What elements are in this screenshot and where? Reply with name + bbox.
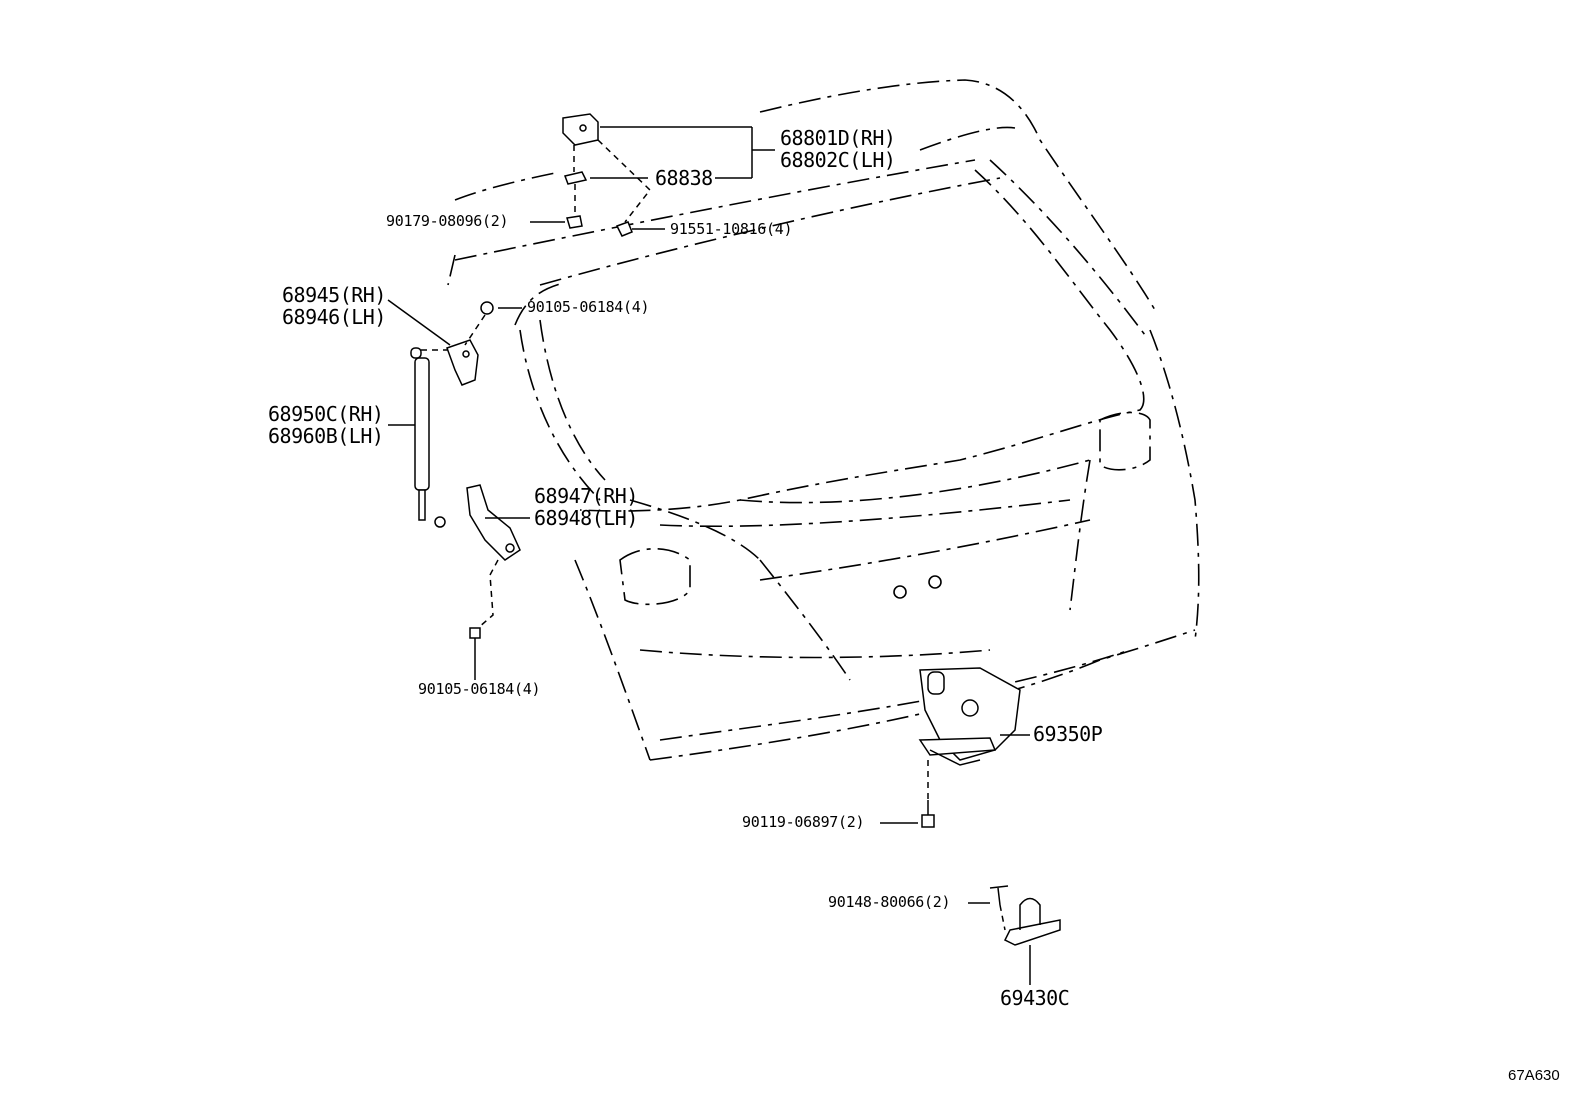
damper-parts bbox=[387, 299, 530, 680]
label-upper-bracket-rh: 68945(RH) bbox=[282, 283, 386, 307]
label-bolt-lock: 90119-06897(2) bbox=[742, 813, 865, 831]
label-upper-bracket-lh: 68946(LH) bbox=[282, 305, 386, 329]
figure-code: 67A630 bbox=[1508, 1067, 1560, 1084]
label-lower-bracket-lh: 68948(LH) bbox=[534, 506, 638, 530]
lock-parts bbox=[880, 667, 1030, 828]
label-nut-hinge: 90179-08096(2) bbox=[386, 212, 509, 230]
label-damper-lh: 68960B(LH) bbox=[268, 424, 384, 448]
label-hinge-lh: 68802C(LH) bbox=[780, 148, 896, 172]
label-lock: 69350P bbox=[1033, 722, 1103, 746]
label-bolt-hinge: 91551-10816(4) bbox=[670, 220, 793, 238]
label-stud-lower: 90105-06184(4) bbox=[418, 680, 541, 698]
label-lower-bracket-rh: 68947(RH) bbox=[534, 484, 638, 508]
back-door-outline bbox=[447, 79, 1200, 761]
label-screw-striker: 90148-80066(2) bbox=[828, 893, 951, 911]
striker-parts bbox=[968, 885, 1061, 985]
label-stud-upper: 90105-06184(4) bbox=[527, 298, 650, 316]
label-damper-rh: 68950C(RH) bbox=[268, 402, 384, 426]
label-striker: 69430C bbox=[1000, 986, 1070, 1010]
label-hinge-shim: 68838 bbox=[655, 166, 713, 190]
hinge-parts bbox=[530, 113, 775, 237]
label-hinge-rh: 68801D(RH) bbox=[780, 126, 896, 150]
